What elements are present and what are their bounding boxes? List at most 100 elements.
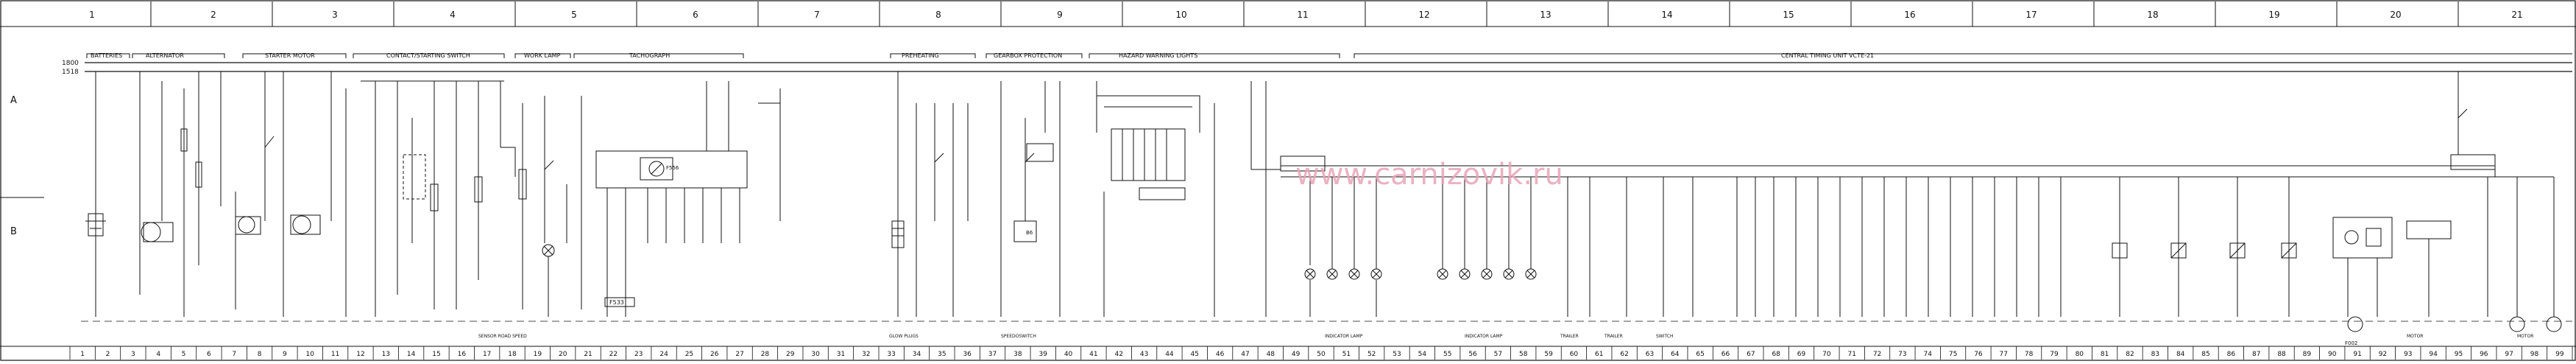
terminal-number: 55 <box>1443 351 1451 358</box>
battery-symbol <box>88 213 104 237</box>
zone-label: 3 <box>332 10 338 20</box>
starter-motor-symbol <box>292 215 311 234</box>
label-trailer-1: TRAILER <box>1560 334 1579 339</box>
terminal-number: 44 <box>1165 351 1174 358</box>
bracket-hazard <box>1089 53 1340 58</box>
terminal-number: 81 <box>2101 351 2109 358</box>
rail-label-1800: 1800 <box>62 60 79 67</box>
zone-label: 21 <box>2511 10 2522 20</box>
terminal-number: 18 <box>508 351 517 358</box>
terminal-number: 58 <box>1519 351 1528 358</box>
bracket-gearbox <box>986 53 1083 58</box>
section-title-batteries: BATTERIES <box>91 52 122 59</box>
terminal-number: 38 <box>1013 351 1022 358</box>
gearbox-protection-circuit <box>1000 81 1061 317</box>
terminal-number: 6 <box>207 351 211 358</box>
bracket-batteries <box>86 53 130 58</box>
component-f556: F556 <box>666 165 679 171</box>
bracket-starter <box>242 53 347 58</box>
terminal-number: 97 <box>2505 351 2513 358</box>
terminal-number: 56 <box>1468 351 1477 358</box>
terminal-number: 54 <box>1418 351 1427 358</box>
zone-label: 14 <box>1661 10 1672 20</box>
component-b6: B6 <box>1026 230 1033 236</box>
terminal-number: 62 <box>1620 351 1628 358</box>
glow-plug-symbol <box>891 220 905 248</box>
terminal-number: 89 <box>2303 351 2312 358</box>
terminal-number: 59 <box>1544 351 1553 358</box>
terminal-number: 12 <box>356 351 364 358</box>
terminal-number: 79 <box>2050 351 2059 358</box>
f533-box <box>604 297 635 307</box>
terminal-number: 5 <box>182 351 186 358</box>
zone-label: 20 <box>2390 10 2401 20</box>
zone-label: 19 <box>2268 10 2279 20</box>
hazard-warning-circuit <box>1096 81 1281 317</box>
row-label-b: B <box>10 226 17 237</box>
section-title-work-lamp: WORK LAMP <box>524 52 561 59</box>
terminal-number: 76 <box>1974 351 1983 358</box>
terminal-number: 61 <box>1595 351 1603 358</box>
terminal-number: 71 <box>1847 351 1855 358</box>
terminal-number: 65 <box>1696 351 1704 358</box>
terminal-number: 8 <box>258 351 262 358</box>
starter-relay-symbol <box>238 216 255 234</box>
terminal-number: 75 <box>1949 351 1957 358</box>
zone-label: 4 <box>450 10 456 20</box>
batteries-alternator-starter-circuits <box>85 71 347 317</box>
zone-label: 5 <box>571 10 577 20</box>
zone-label: 8 <box>935 10 941 20</box>
label-indicator-lamp-right: INDICATOR LAMP <box>1465 334 1503 339</box>
terminal-number: 45 <box>1191 351 1199 358</box>
zone-dividers <box>150 1 2459 27</box>
terminal-number: 34 <box>913 351 921 358</box>
terminal-number: 88 <box>2277 351 2286 358</box>
zone-label: 9 <box>1057 10 1063 20</box>
terminal-number: 33 <box>887 351 895 358</box>
supply-rails <box>85 62 2572 72</box>
work-lamp-circuit <box>542 96 582 317</box>
terminal-number: 23 <box>634 351 643 358</box>
terminal-number: 42 <box>1115 351 1123 358</box>
central-timing-unit <box>1265 71 2562 332</box>
label-sensor-road-speed: SENSOR ROAD SPEED <box>478 334 527 339</box>
terminal-number: 53 <box>1393 351 1401 358</box>
bottom-labels: SENSOR ROAD SPEED GLOW PLUGS SPEEDOSWITC… <box>478 334 2533 339</box>
label-speedoswitch: SPEEDOSWITCH <box>1001 334 1036 339</box>
section-title-preheating: PREHEATING <box>902 52 939 59</box>
terminal-number: 29 <box>786 351 795 358</box>
component-f002: F002 <box>2345 340 2357 346</box>
bracket-preheating <box>890 53 976 58</box>
terminal-number: 87 <box>2252 351 2260 358</box>
terminal-number: 39 <box>1038 351 1047 358</box>
bracket-tachograph <box>573 53 744 58</box>
terminal-number: 74 <box>1924 351 1933 358</box>
tachograph-circuit <box>595 81 781 317</box>
tachograph-box <box>595 150 748 189</box>
terminal-number: 31 <box>837 351 845 358</box>
terminal-number: 11 <box>331 351 339 358</box>
zone-label: 13 <box>1540 10 1551 20</box>
terminal-number: 94 <box>2429 351 2438 358</box>
terminal-number: 99 <box>2555 351 2564 358</box>
terminal-number: 15 <box>432 351 440 358</box>
terminal-number: 57 <box>1494 351 1502 358</box>
bracket-alternator <box>132 53 225 58</box>
terminal-number: 51 <box>1342 351 1351 358</box>
terminal-number: 84 <box>2176 351 2185 358</box>
wiper-motor-left <box>2347 316 2363 332</box>
terminal-number: 40 <box>1064 351 1073 358</box>
zone-label: 15 <box>1783 10 1794 20</box>
indicator-lamps-left <box>1304 177 1382 317</box>
terminal-number: 16 <box>458 351 467 358</box>
zone-label: 12 <box>1418 10 1429 20</box>
terminal-number: 3 <box>131 351 135 358</box>
terminal-number: 98 <box>2530 351 2539 358</box>
terminal-number: 14 <box>407 351 416 358</box>
preheating-circuit <box>891 71 969 317</box>
terminal-number: 92 <box>2379 351 2387 358</box>
